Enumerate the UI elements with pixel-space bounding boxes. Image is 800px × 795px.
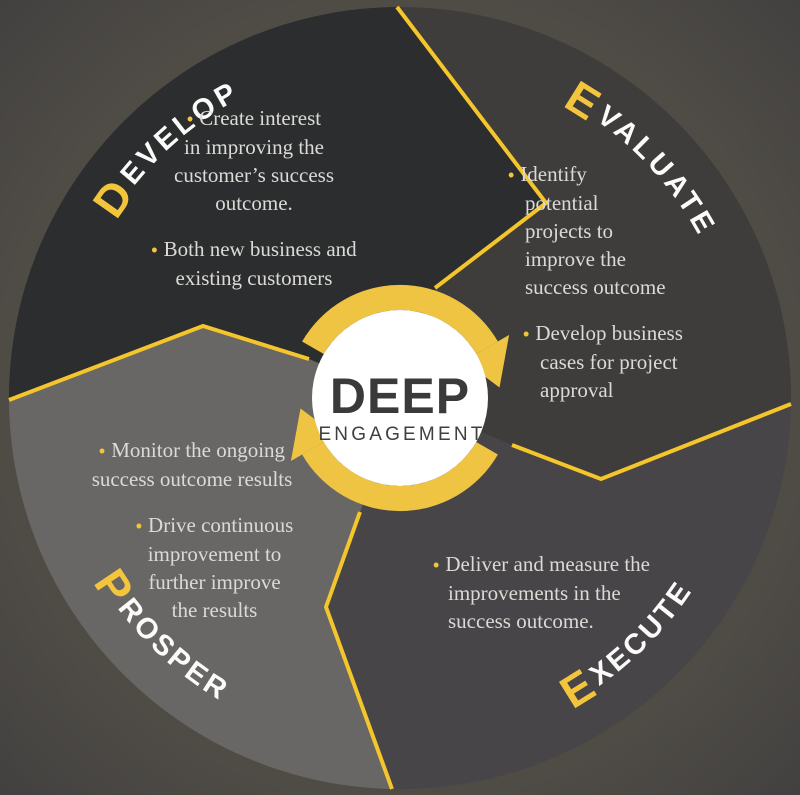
bullet-item: •Drive continuous improvement to further… [135,513,294,622]
bullet-icon: • [98,441,106,461]
bullet-icon: • [523,324,530,344]
center-title: DEEP [330,368,470,424]
evaluate-bullets: •Identify potential projects to improve … [508,160,743,404]
prosper-bullets: •Monitor the ongoing success outcome res… [72,436,312,624]
bullet-item: •Deliver and measure the improvements in… [433,552,650,633]
cycle-arrows-icon [290,284,510,512]
execute-bullets: •Deliver and measure the improvements in… [433,550,683,635]
divider-top [395,5,549,290]
divider-right [511,402,792,482]
bullet-icon: • [151,240,158,260]
bullet-icon: • [135,516,143,536]
bullet-icon: • [186,109,194,129]
bullet-item: •Develop business cases for project appr… [523,321,683,402]
bullet-item: •Monitor the ongoing success outcome res… [91,438,293,491]
divider-left [8,323,310,402]
center-circle [312,310,488,486]
bullet-item: •Identify potential projects to improve … [508,162,666,299]
bullet-icon: • [508,165,515,185]
bullet-icon: • [433,555,440,575]
center-subtitle: ENGAGEMENT [318,424,485,445]
bullet-item: •Create interest in improving the custom… [174,106,334,215]
divider-bottom [323,511,394,790]
develop-bullets: •Create interest in improving the custom… [120,104,388,292]
bullet-item: •Both new business and existing customer… [151,237,357,290]
